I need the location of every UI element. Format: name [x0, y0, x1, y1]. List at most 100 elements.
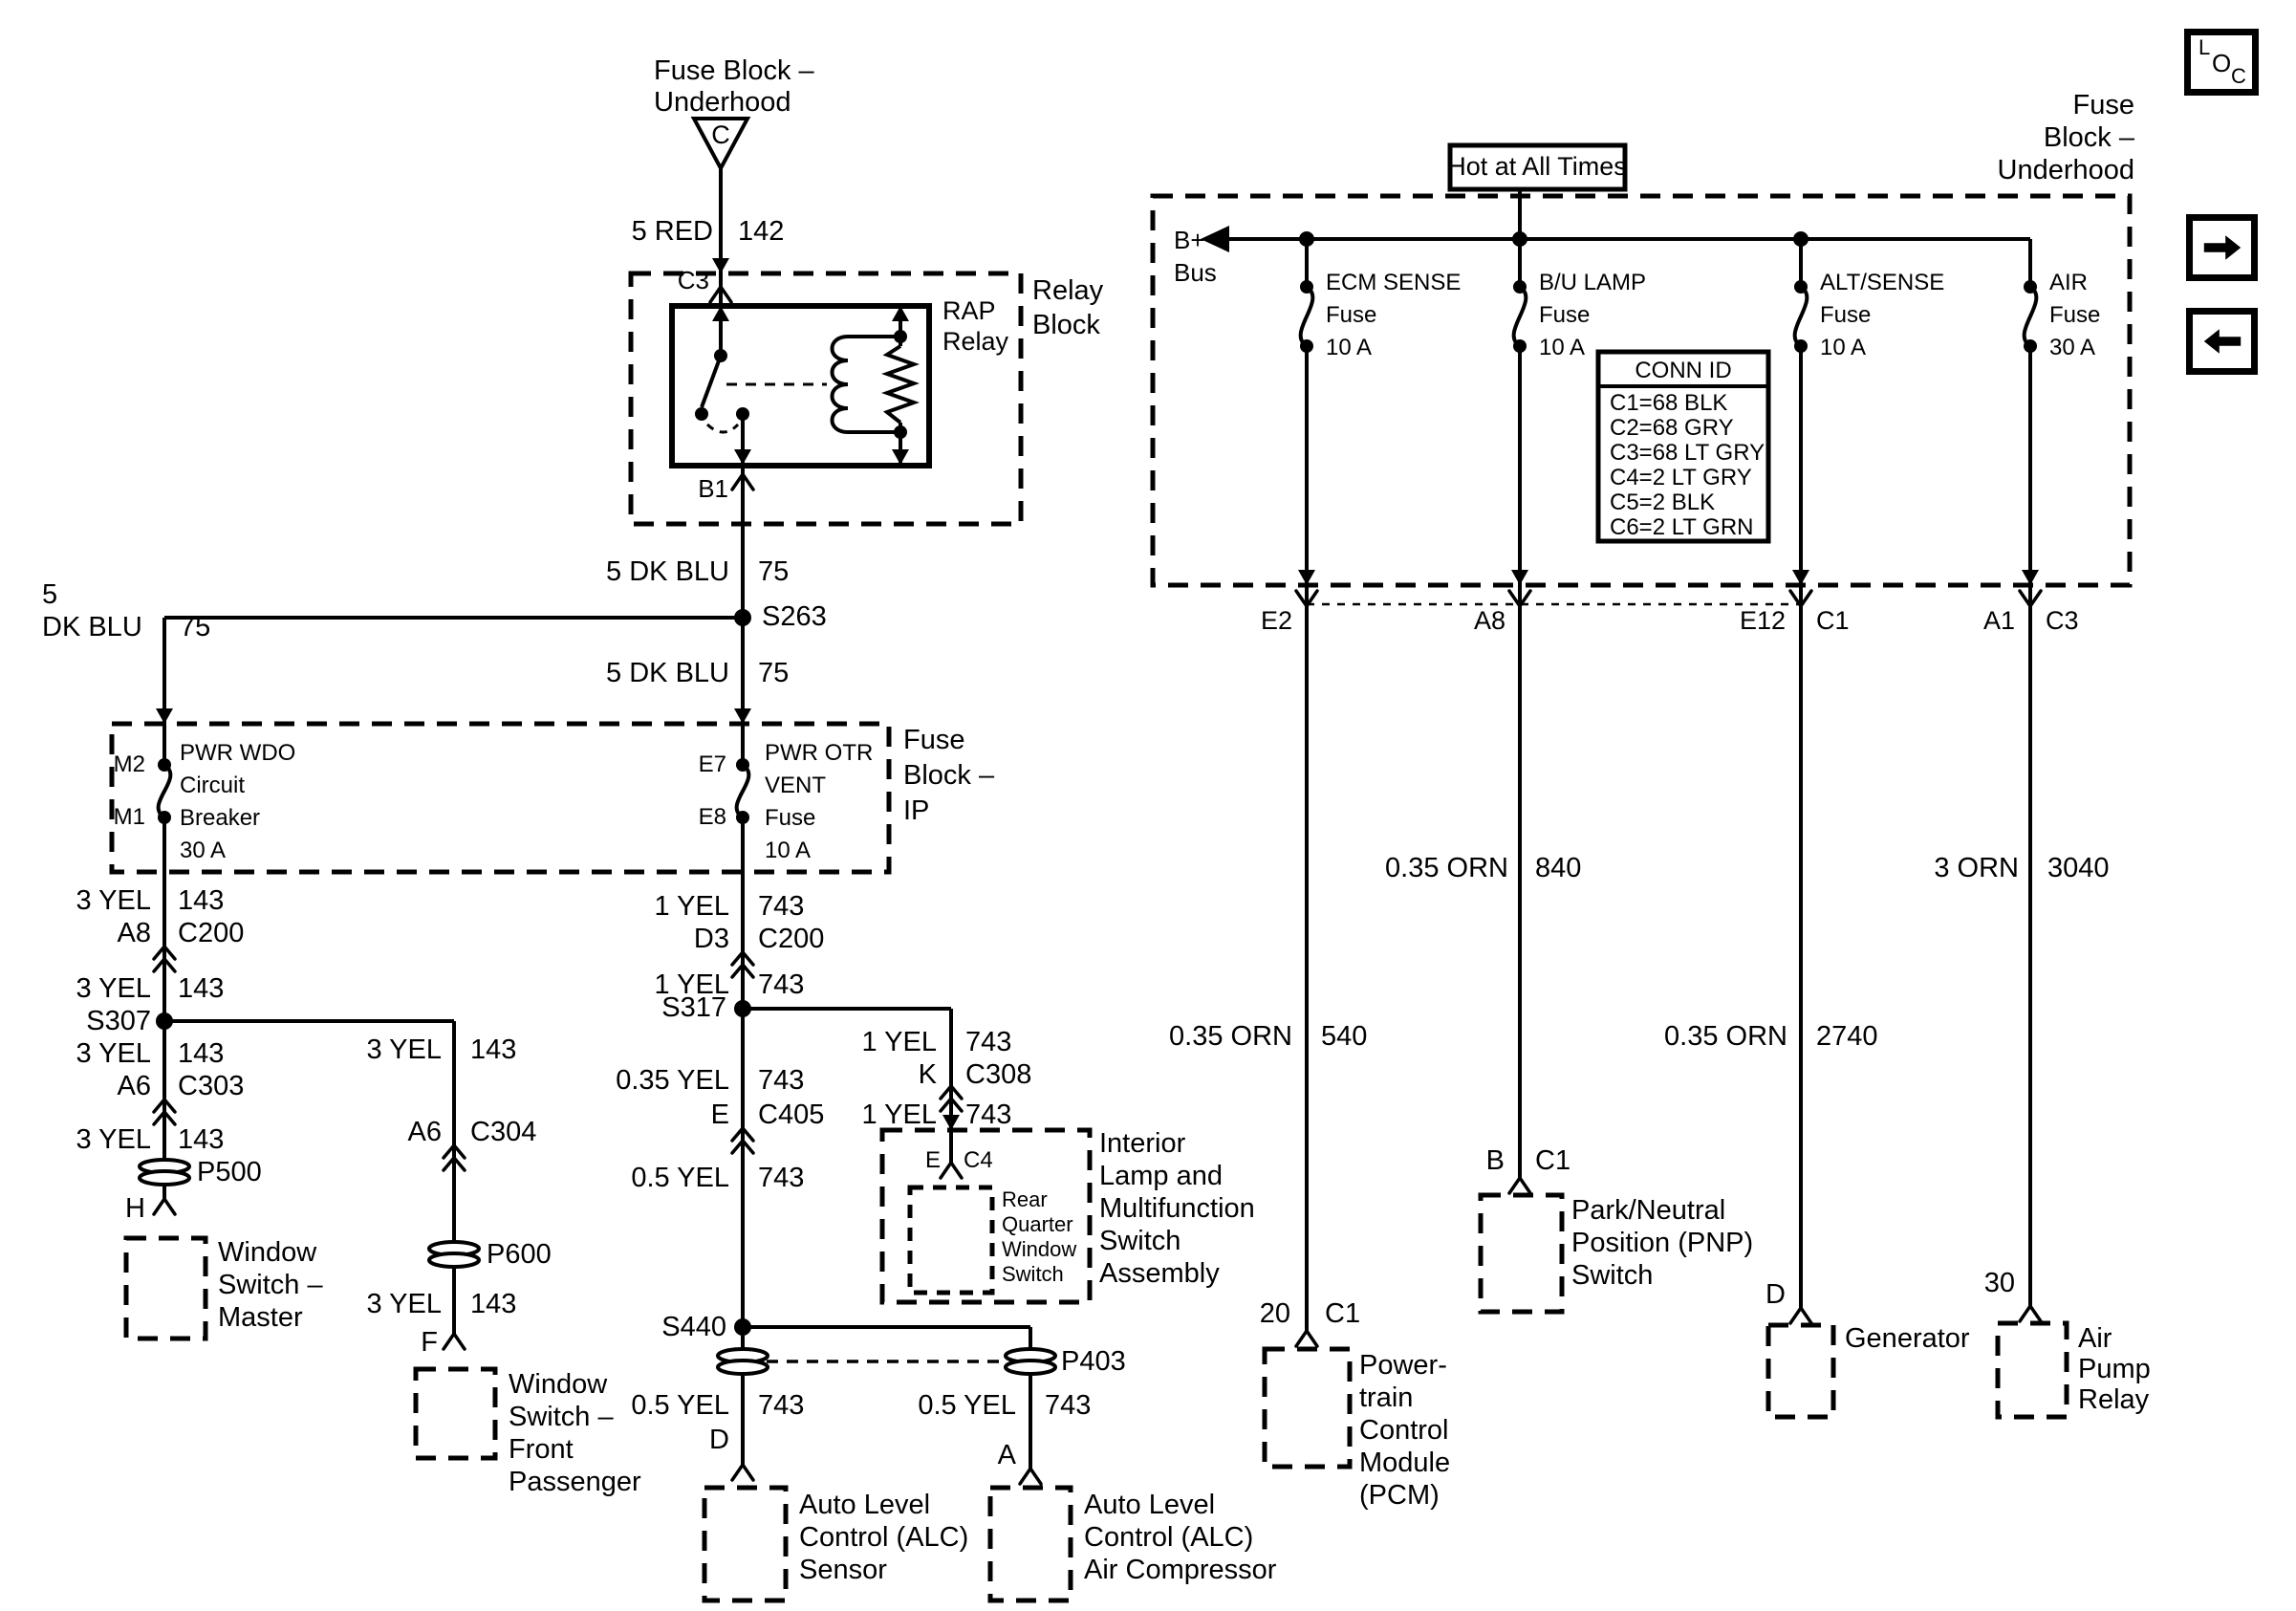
wire-orn1-circuit: 540 [1321, 1021, 1368, 1052]
pnp-pin: B [1485, 1145, 1505, 1176]
wire-md-circuit: 143 [178, 1124, 225, 1155]
conn-c308-pin: K [918, 1059, 937, 1090]
pin-e12: E12 [1739, 606, 1786, 635]
pcm-name1: Power- [1359, 1350, 1447, 1381]
conn-c405-id: C405 [758, 1099, 825, 1130]
window-fp-name2: Switch – [509, 1402, 614, 1432]
wire-mb-color: 3 YEL [76, 973, 151, 1004]
air-pump-name1: Air [2078, 1323, 2112, 1354]
breaker-desc1: PWR WDO [180, 740, 296, 766]
fuse1-name: ECM SENSE [1326, 270, 1462, 295]
alc-sensor-name1: Auto Level [799, 1490, 931, 1520]
breaker-desc2: Circuit [180, 773, 246, 798]
loc-letter-l: L [2199, 35, 2211, 59]
pnp-conn: C1 [1535, 1145, 1571, 1176]
underhood-label2: Block – [2043, 122, 2134, 153]
conn-id-row6: C6=2 LT GRN [1610, 514, 1754, 540]
fuse2-type: Fuse [1539, 302, 1591, 328]
pnp-name1: Park/Neutral [1571, 1195, 1726, 1226]
wire-alcl-circuit: 743 [758, 1390, 805, 1421]
conn-c304-pin: A6 [407, 1117, 442, 1147]
loc-letter-o: O [2212, 49, 2232, 77]
underhood-label3: Underhood [1997, 155, 2135, 185]
rear-qtr-name1: Rear [1002, 1187, 1048, 1211]
dashed-boxes [109, 193, 2133, 1603]
wire-vc-color: 0.35 YEL [616, 1065, 729, 1096]
conn-c308-id: C308 [965, 1059, 1032, 1090]
window-fp-name1: Window [509, 1369, 608, 1400]
window-fp-name4: Passenger [509, 1467, 641, 1497]
fuse2-name: B/U LAMP [1539, 270, 1647, 295]
wire-left-color: DK BLU [42, 612, 142, 642]
power-source-triangle [690, 117, 751, 173]
alc-comp-name2: Control (ALC) [1084, 1522, 1254, 1553]
generator-pin: D [1765, 1279, 1786, 1310]
fuse2-rating: 10 A [1539, 335, 1586, 360]
pin-d-alc-sensor: D [709, 1425, 729, 1455]
breaker-pin-m1: M1 [113, 804, 145, 830]
interior-asm-name3: Multifunction [1099, 1193, 1255, 1224]
previous-page-button[interactable] [2186, 308, 2258, 375]
rear-qtr-name3: Window [1002, 1237, 1077, 1261]
dots-and-arrows [156, 226, 2039, 1336]
wire-ka-color: 1 YEL [861, 1027, 937, 1057]
conn-c4-pin: E [924, 1147, 941, 1173]
fuse3-rating: 10 A [1820, 335, 1867, 360]
wire-mc-color: 3 YEL [76, 1038, 151, 1069]
pin-a1: A1 [1982, 606, 2015, 635]
rear-quarter-switch-box [907, 1185, 995, 1295]
next-page-button[interactable] [2186, 214, 2258, 281]
b-plus-bus-arrow [1201, 226, 1229, 252]
loc-button[interactable]: L O C [2184, 29, 2259, 96]
loc-letter-c: C [2231, 64, 2246, 88]
conn-id-box [1595, 349, 1771, 544]
pcm-name2: train [1359, 1382, 1414, 1413]
pcm-name3: Control [1359, 1415, 1449, 1446]
ip-label2: Block – [903, 760, 995, 791]
window-master-name1: Window [218, 1237, 317, 1268]
feed-wire-circuit: 142 [738, 216, 785, 247]
interior-asm-name5: Assembly [1099, 1258, 1220, 1289]
fuse1-rating: 10 A [1326, 335, 1373, 360]
fuse4-type: Fuse [2049, 302, 2101, 328]
bus-label2: Bus [1174, 258, 1217, 287]
rear-qtr-name2: Quarter [1002, 1212, 1073, 1236]
conn-c200-a8-pin: A8 [117, 918, 151, 948]
fuse3-type: Fuse [1820, 302, 1872, 328]
rap-relay-name1: RAP [942, 296, 996, 325]
interior-asm-name1: Interior [1099, 1128, 1186, 1159]
pin-a8: A8 [1473, 606, 1505, 635]
wire-vd-color: 0.5 YEL [631, 1163, 729, 1193]
interior-asm-name2: Lamp and [1099, 1161, 1223, 1191]
wire-fpb-circuit: 143 [470, 1289, 517, 1319]
generator-box [1765, 1322, 1836, 1420]
alc-comp-name1: Auto Level [1084, 1490, 1216, 1520]
wire-left-size: 5 [42, 579, 58, 610]
solid-symbols [669, 117, 1771, 544]
interior-asm-name4: Switch [1099, 1226, 1181, 1256]
wire-orn4-color: 3 ORN [1934, 853, 2019, 883]
wire-va-circuit: 743 [758, 891, 805, 922]
pin-a-alc-comp: A [997, 1440, 1016, 1470]
splice-s307-dot [156, 1012, 173, 1030]
alc-sensor-name2: Control (ALC) [799, 1522, 969, 1553]
feed-wire-color: 5 RED [631, 216, 713, 247]
wire-kb-circuit: 743 [965, 1099, 1012, 1130]
pcm-name5: (PCM) [1359, 1480, 1440, 1511]
conn-c200-a8-id: C200 [178, 918, 245, 948]
conn-id-title: CONN ID [1635, 358, 1732, 383]
wire-ma-color: 3 YEL [76, 885, 151, 916]
wire-alcr-circuit: 743 [1045, 1390, 1092, 1421]
conn-id-row5: C5=2 BLK [1610, 490, 1716, 515]
splice-s307-label: S307 [86, 1006, 151, 1036]
wire-alcr-color: 0.5 YEL [918, 1390, 1016, 1421]
fuse1-type: Fuse [1326, 302, 1377, 328]
wire-alcl-color: 0.5 YEL [631, 1390, 729, 1421]
wire-vd-circuit: 743 [758, 1163, 805, 1193]
